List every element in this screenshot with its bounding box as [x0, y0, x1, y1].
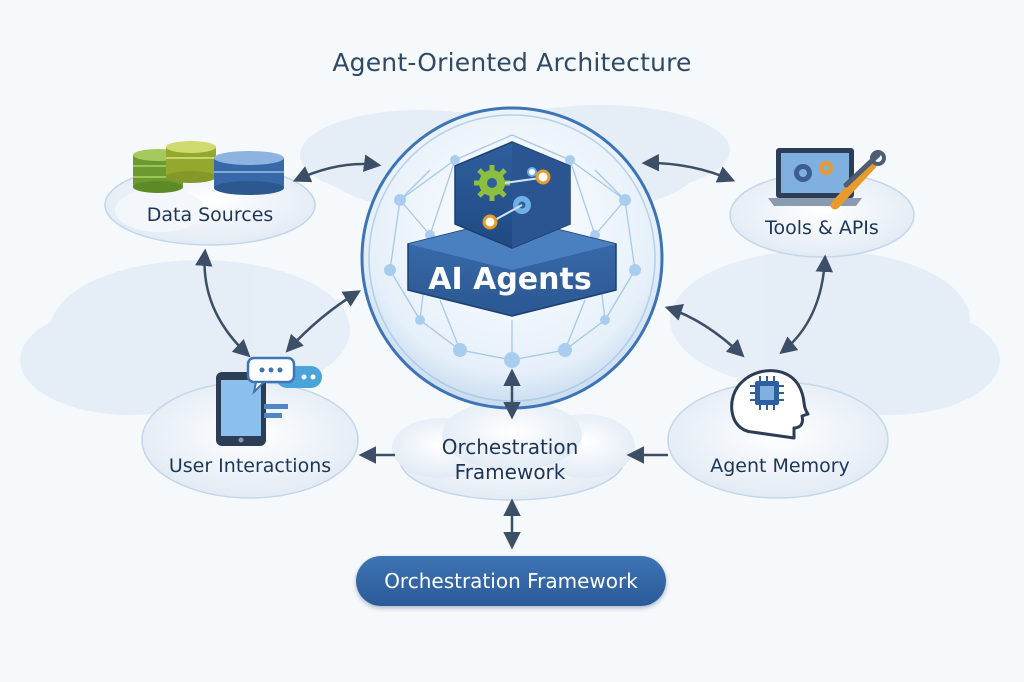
connector-arrows [195, 153, 834, 550]
data-sources-label: Data Sources [146, 204, 274, 226]
network-nodes [384, 155, 641, 368]
wrench-screwdriver-icon [830, 150, 886, 210]
orchestration-framework-button[interactable]: Orchestration Framework [356, 556, 666, 606]
database-icon [133, 141, 284, 195]
page-title: Agent-Oriented Architecture [332, 48, 692, 77]
ai-agents-label: AI Agents [428, 262, 592, 297]
arrow-tools-to-core [641, 153, 736, 183]
head-chip-icon [730, 369, 810, 440]
arrow-data-sources-to-core [292, 154, 382, 183]
laptop-gear-icon [768, 148, 862, 206]
agent-memory-label: Agent Memory [710, 455, 850, 477]
orchestration-cloud-label: Orchestration Framework [441, 435, 579, 484]
agent-hexagon-block [407, 141, 617, 317]
chat-bubble-icon [246, 356, 322, 396]
orchestration-cloud[interactable] [392, 400, 635, 501]
tools-apis-label: Tools & APIs [765, 217, 879, 239]
arrow-tools-to-memory [779, 254, 834, 355]
user-interactions-label: User Interactions [168, 455, 332, 477]
gear-icon [474, 165, 551, 230]
arrow-data-sources-to-user [195, 248, 251, 358]
arrow-user-to-core [285, 290, 361, 353]
arrow-core-to-memory [664, 304, 745, 358]
